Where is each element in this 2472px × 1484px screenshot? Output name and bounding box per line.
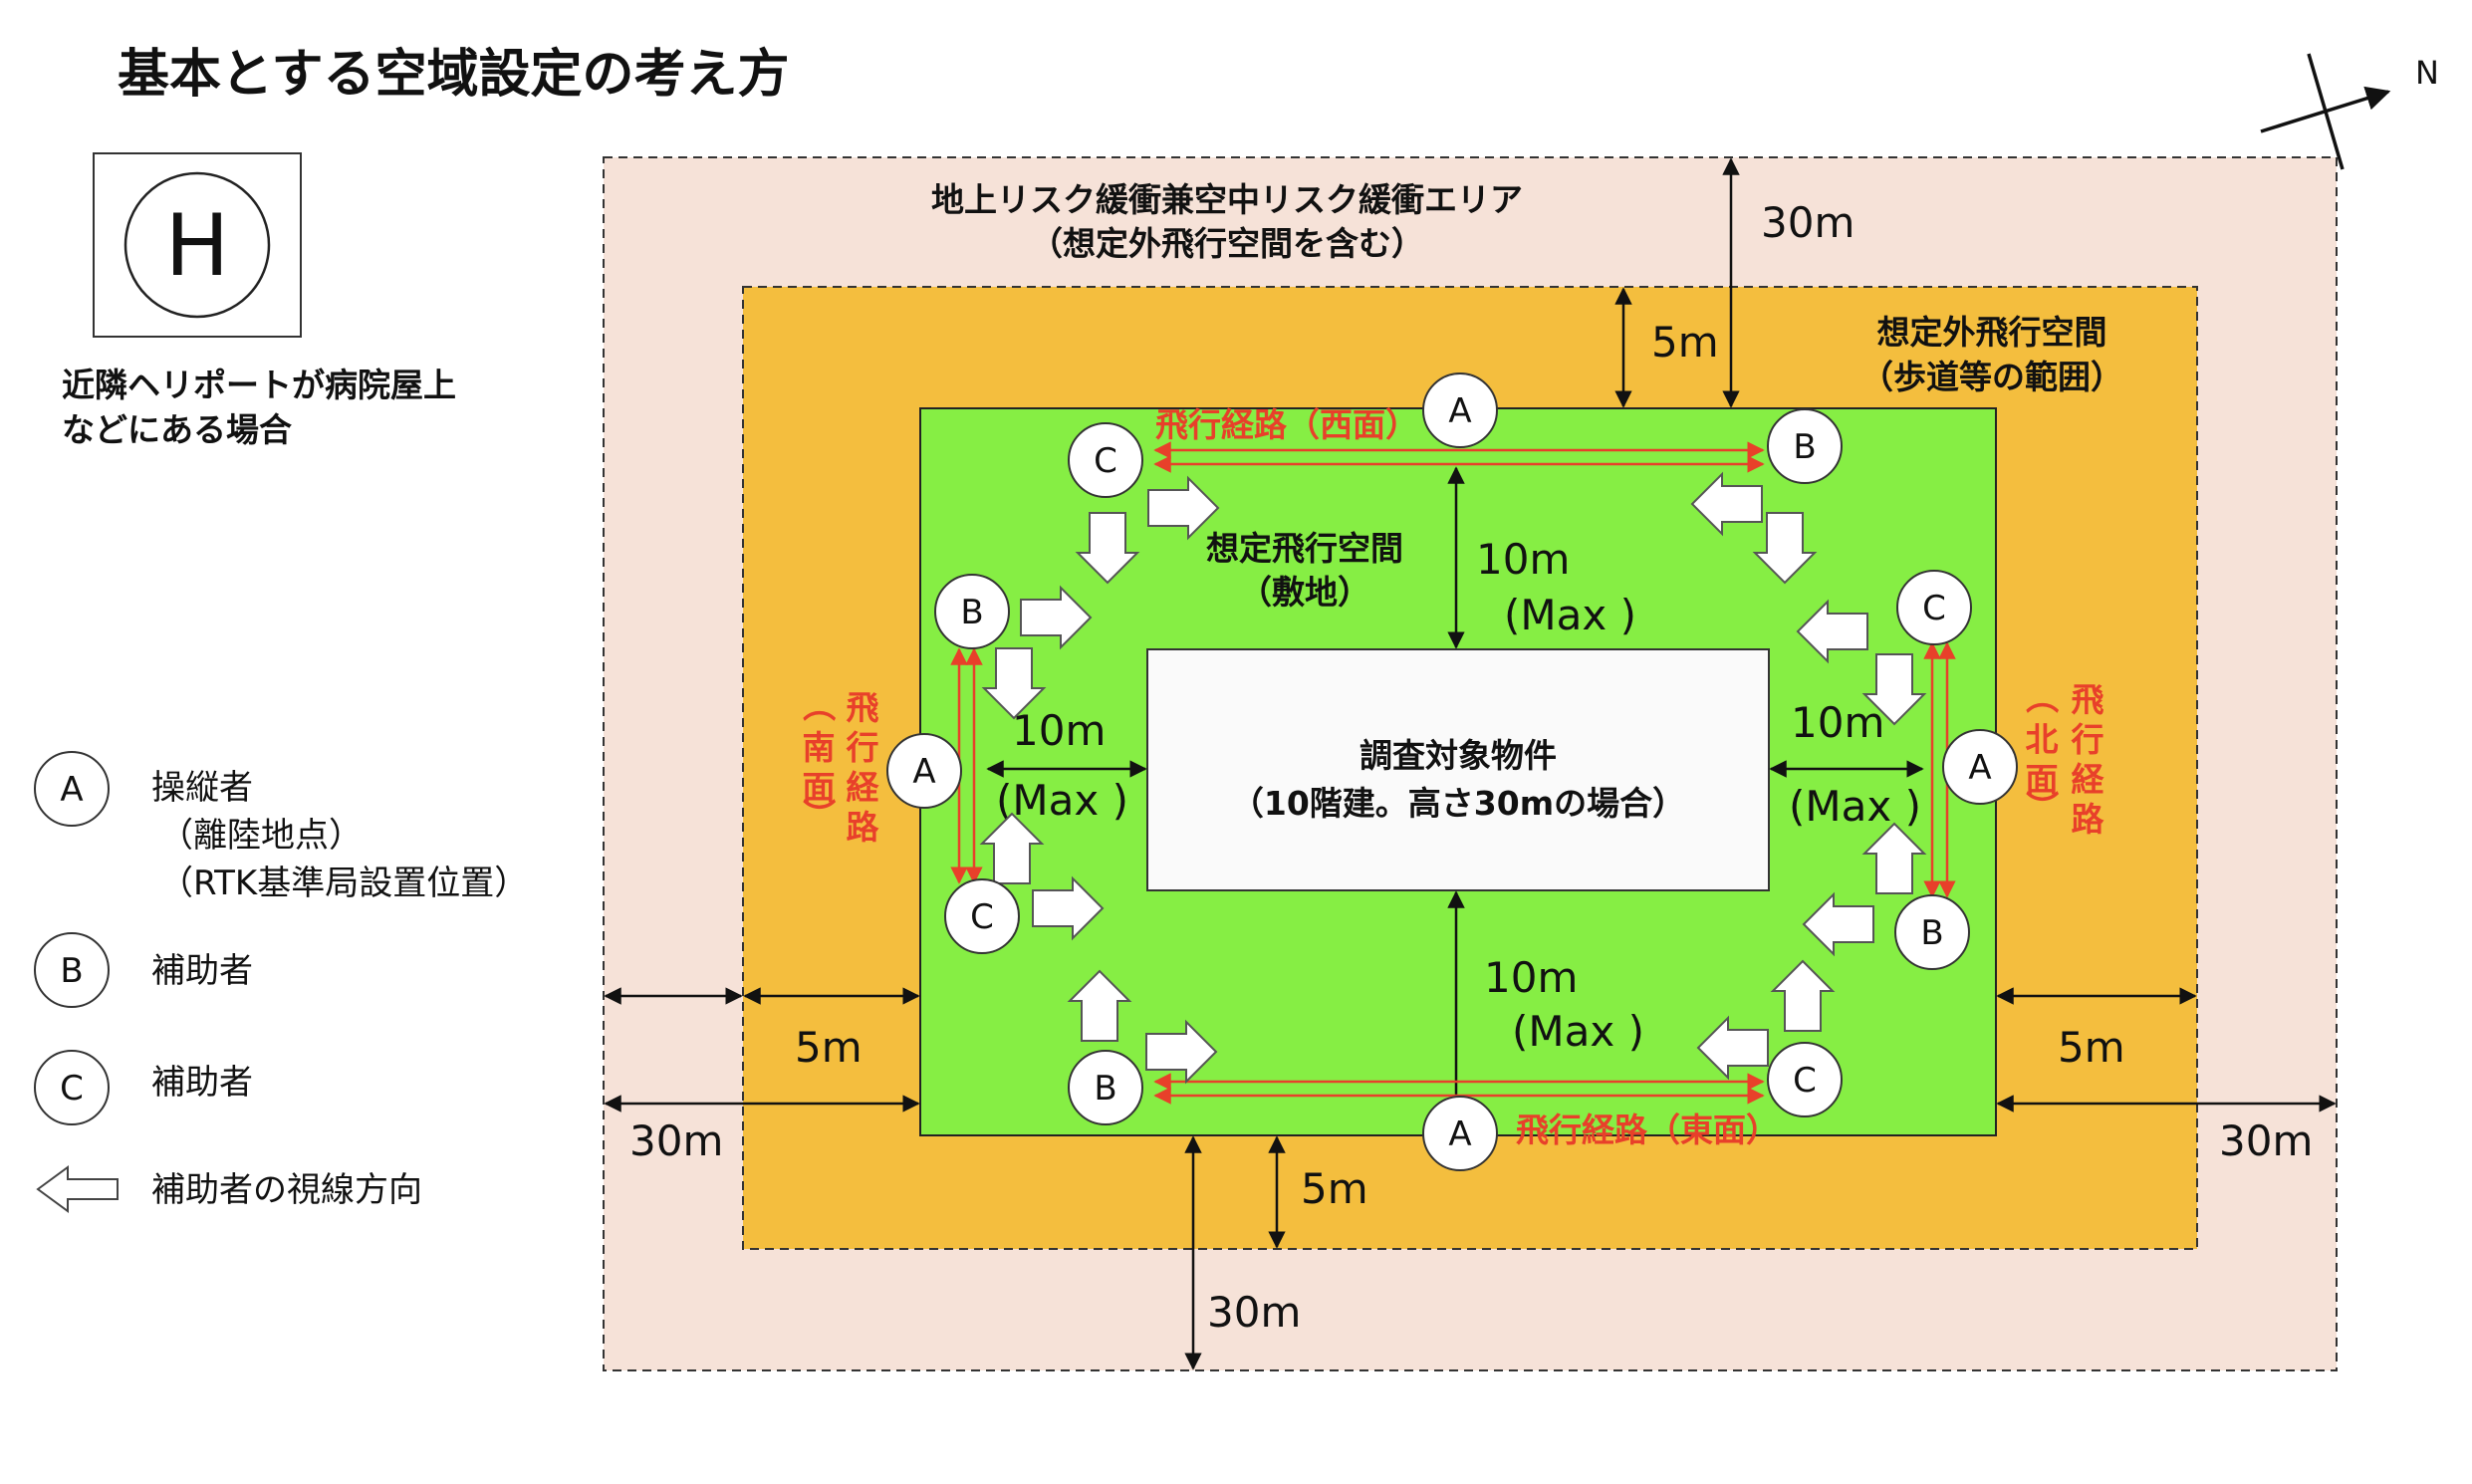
legend-a-label: 操縦者 [151,768,253,808]
dim-left-max: (Max ) [996,776,1128,825]
legend-marker-a: A [60,770,83,810]
heliport-caption-1: 近隣ヘリポートが病院屋上 [62,366,456,404]
route-west-label: 飛行経路（西面） [1155,405,1418,444]
marker-letter: A [1448,1114,1471,1154]
outer-zone-label-2: （想定外飛行空間を含む） [1030,224,1424,263]
route-south-label: （ 飛 行 経 路 南 面 ） [799,688,880,847]
operator-a-south: A [886,733,962,809]
route-north-char: ） [2022,791,2061,824]
route-south-char: 面 [803,768,836,807]
dim-bottom-max: (Max ) [1512,1007,1644,1056]
middle-zone-label-1: 想定外飛行空間 [1877,313,2107,352]
legend-gaze-arrow-icon [36,1165,119,1213]
legend-marker-c: C [60,1069,84,1109]
marker-letter: A [1968,748,1991,788]
route-south-char: 経 [847,768,880,807]
legend-arrow-label: 補助者の視線方向 [151,1170,422,1210]
dim-top-max: (Max ) [1504,591,1636,639]
building-label-2: （10階建。高さ30mの場合） [1231,784,1685,823]
dim-right-10m: 10m [1791,698,1884,747]
legend-a-sub1: （離陸地点） [159,816,363,856]
assistant-b: B [1767,408,1843,484]
route-north-char: 面 [2026,760,2059,799]
marker-letter: C [1922,589,1946,628]
route-north-char: 飛 [2072,680,2104,719]
legend-c-label: 補助者 [151,1063,253,1103]
heliport-icon: H [93,152,302,338]
marker-letter: B [1920,913,1943,953]
dim-top-30m: 30m [1761,198,1854,247]
dim-right-max: (Max ) [1789,782,1921,831]
markers: A A A A B B B B C C C C [886,372,2018,1171]
north-label: N [2415,54,2439,92]
route-south-char: 路 [847,808,880,847]
marker-letter: B [1793,427,1816,467]
marker-letter: A [912,752,935,792]
outer-zone-label-1: 地上リスク緩衝兼空中リスク緩衝エリア [931,180,1523,219]
middle-zone-label-2: （歩道等の範囲） [1860,358,2123,396]
marker-letter: C [1793,1061,1817,1101]
route-north-char: 経 [2072,760,2105,799]
heliport-symbol: H [165,196,230,296]
route-south-char: 行 [846,728,879,767]
legend-b-label: 補助者 [151,951,253,991]
compass: N [2260,53,2439,170]
page-title: 基本とする空域設定の考え方 [118,45,789,105]
marker-letter: C [970,897,994,937]
assistant-c: C [1896,570,1972,645]
operator-a-north: A [1942,729,2018,805]
assistant-c: C [944,878,1020,954]
legend-a-sub2: （RTK基準局設置位置） [159,864,528,903]
marker-letter: B [1094,1069,1116,1109]
flight-route-lines [950,441,1956,1105]
dim-bottom-30m: 30m [1207,1288,1301,1337]
route-north-char: 路 [2072,800,2105,839]
dim-right-30m: 30m [2219,1116,2313,1165]
route-south-char: 飛 [847,688,879,727]
assistant-c: C [1767,1042,1843,1117]
assistant-b: B [1068,1050,1143,1125]
route-south-char: （ [799,689,838,722]
dim-top-10m: 10m [1476,535,1570,584]
dim-left-10m: 10m [1012,706,1106,755]
dim-top-5m: 5m [1651,318,1719,367]
dim-left-30m: 30m [629,1116,723,1165]
dim-bottom-10m: 10m [1484,953,1578,1002]
route-north-char: （ [2022,681,2061,714]
dim-right-5m: 5m [2058,1023,2125,1072]
route-north-char: 行 [2071,720,2104,759]
marker-letter: A [1448,391,1471,431]
marker-letter: B [960,593,983,632]
inner-zone-label-1: 想定飛行空間 [1206,529,1403,568]
route-south-char: ） [799,799,838,832]
legend: A 操縦者 （離陸地点） （RTK基準局設置位置） B 補助者 C 補助者 補助… [34,751,528,1213]
assistant-b: B [934,574,1010,649]
inner-zone-label-2: （敷地） [1239,573,1370,612]
marker-letter: C [1094,441,1117,481]
heliport-caption-2: などにある場合 [62,410,292,449]
assistant-b: B [1894,894,1970,970]
assistant-c: C [1068,422,1143,498]
operator-a-east: A [1422,1096,1498,1171]
route-east-label: 飛行経路（東面） [1516,1111,1779,1149]
dim-left-5m: 5m [795,1023,863,1072]
dim-bottom-5m: 5m [1301,1164,1368,1213]
operator-a-west: A [1422,372,1498,448]
route-south-char: 南 [803,728,836,767]
route-north-label: （ 飛 行 経 路 北 面 ） [2022,680,2105,839]
route-north-char: 北 [2026,720,2059,759]
target-building [1146,648,1770,891]
legend-marker-b: B [60,951,83,991]
building-label-1: 調査対象物件 [1360,736,1557,775]
